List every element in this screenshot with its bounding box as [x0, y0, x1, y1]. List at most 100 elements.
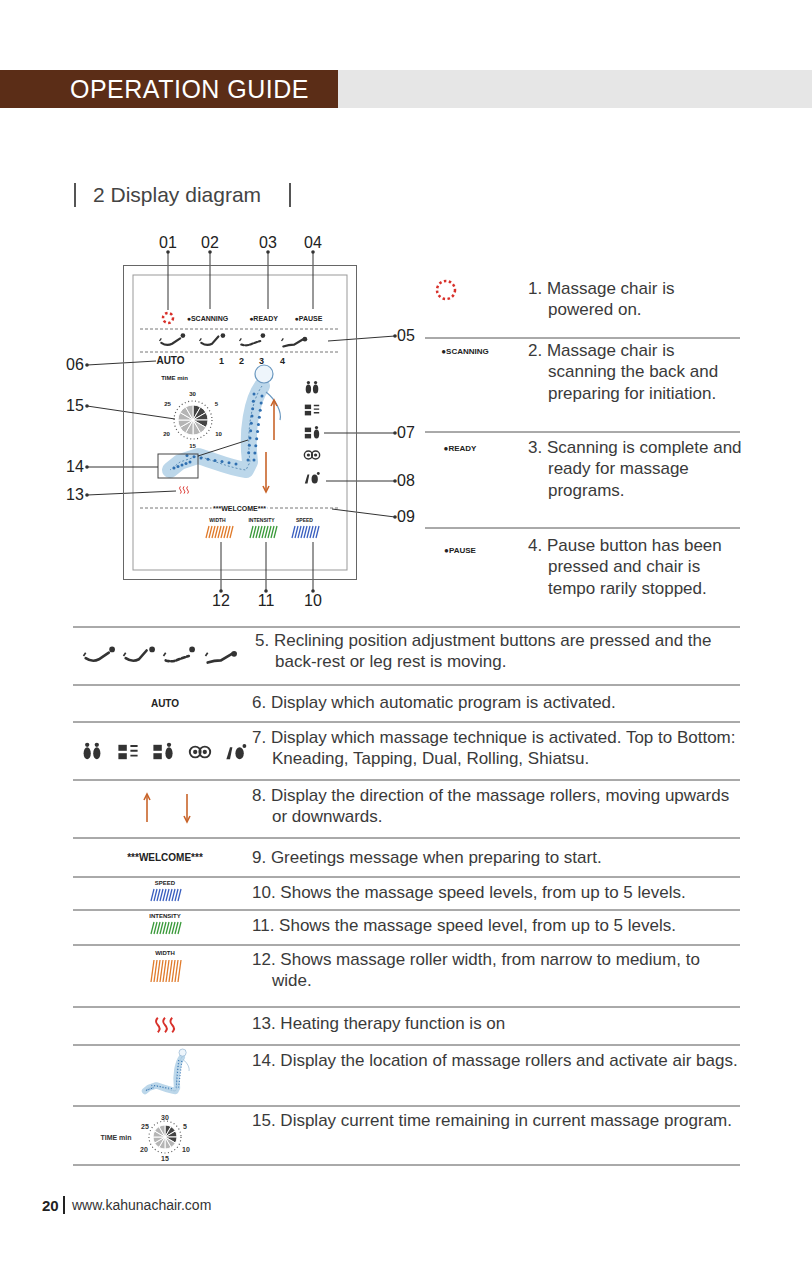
level-stroke — [166, 922, 169, 934]
finger — [242, 744, 246, 748]
timer-dial — [174, 401, 212, 439]
leader-line — [87, 406, 175, 419]
head — [179, 1049, 186, 1056]
table-rule — [73, 1165, 740, 1166]
roller-dot — [176, 1078, 177, 1079]
roller-dot — [247, 459, 250, 462]
level-bar — [206, 526, 233, 538]
level-stroke — [307, 526, 310, 538]
level-bar — [250, 526, 277, 538]
power-icon — [163, 313, 173, 323]
panel-inner-border — [133, 275, 347, 570]
panel-text: ***WELCOME*** — [211, 504, 268, 511]
roller-dot — [151, 1088, 152, 1089]
leader-line — [198, 440, 248, 456]
recline-body — [283, 339, 303, 346]
recline-icon — [206, 651, 237, 663]
roller-dot — [177, 465, 180, 468]
heat-wave — [156, 1018, 160, 1032]
level-stroke — [313, 526, 316, 538]
roller-dot — [189, 461, 192, 464]
roller-dot — [228, 461, 231, 464]
callout-number: 05 — [397, 327, 415, 345]
roller-dot — [173, 467, 176, 470]
technique-icon — [190, 747, 210, 758]
recline-icon — [240, 333, 266, 345]
technique-icon — [84, 743, 101, 760]
level-stroke — [169, 889, 172, 901]
description: 15. Display current time remaining in cu… — [252, 1110, 742, 1131]
panel-text: 25 — [164, 401, 171, 407]
level-stroke — [274, 526, 277, 538]
recline-body — [166, 656, 189, 661]
down-arrow — [186, 794, 188, 822]
finger — [315, 426, 318, 429]
description: 13. Heating therapy function is on — [252, 1013, 742, 1034]
timer-segment — [193, 420, 201, 435]
roller-dot — [151, 1085, 152, 1086]
level-stroke — [157, 889, 160, 901]
panel-text: 30 — [189, 391, 196, 397]
callout-number: 07 — [397, 424, 415, 442]
chair-icon — [145, 1049, 189, 1091]
heat-wave — [180, 486, 182, 493]
level-stroke — [154, 922, 157, 934]
level-stroke — [209, 526, 212, 538]
level-stroke — [304, 526, 307, 538]
table-rule — [73, 722, 740, 723]
roller-dot — [257, 423, 260, 426]
table-rule — [73, 1045, 740, 1046]
callout-number: 08 — [397, 472, 415, 490]
level-stroke — [265, 526, 268, 538]
heading-bar — [289, 183, 291, 207]
icon-label: WIDTH — [155, 950, 175, 956]
icon-label: ●READY — [444, 444, 477, 453]
table-rule — [73, 877, 740, 878]
panel-text: ●PAUSE — [295, 314, 323, 321]
roller-dot — [261, 395, 264, 398]
level-stroke — [230, 526, 233, 538]
level-stroke — [169, 922, 172, 934]
leader-line — [313, 252, 314, 309]
recline-mark — [160, 338, 162, 341]
description: 6. Display which automatic program is ac… — [252, 692, 742, 713]
callout-number: 11 — [258, 592, 275, 610]
hand — [235, 747, 243, 759]
level-stroke — [166, 960, 169, 982]
head — [255, 365, 273, 383]
roller-dot — [165, 1087, 166, 1088]
hand — [312, 474, 318, 483]
recline-icon — [160, 333, 186, 345]
roller-dot — [178, 1063, 179, 1064]
level-stroke — [169, 960, 172, 982]
roller-dot — [168, 1088, 169, 1089]
panel-text: INTENSITY — [248, 517, 274, 522]
down-arrow — [265, 452, 267, 492]
panel-text: 15 — [189, 443, 196, 449]
roller-dot — [249, 429, 252, 432]
table-rule — [73, 910, 740, 911]
description: 2. Massage chair is scanning the back an… — [528, 340, 743, 404]
timer-segment — [165, 1131, 177, 1137]
roller-dot — [185, 462, 188, 465]
description: 8. Display the direction of the massage … — [252, 785, 742, 828]
level-stroke — [221, 526, 224, 538]
icon-label: INTENSITY — [149, 913, 180, 919]
display-panel: ●SCANNING●READY●PAUSEAUTO1234TIME min305… — [123, 265, 357, 580]
roller-core — [193, 750, 197, 754]
recline-body — [241, 341, 260, 345]
roller-dot — [260, 402, 263, 405]
roller — [312, 451, 320, 459]
hand — [306, 384, 311, 393]
callout-number: 06 — [66, 356, 84, 374]
finger — [226, 747, 232, 759]
level-stroke — [253, 526, 256, 538]
recline-head — [261, 333, 266, 338]
level-stroke — [160, 960, 163, 982]
panel-text: SPEED — [296, 517, 313, 522]
roller-dot — [247, 451, 250, 454]
panel-text: ●SCANNING — [187, 314, 229, 321]
icon-label: ***WELCOME*** — [127, 852, 203, 863]
callout-number: 10 — [304, 592, 322, 610]
